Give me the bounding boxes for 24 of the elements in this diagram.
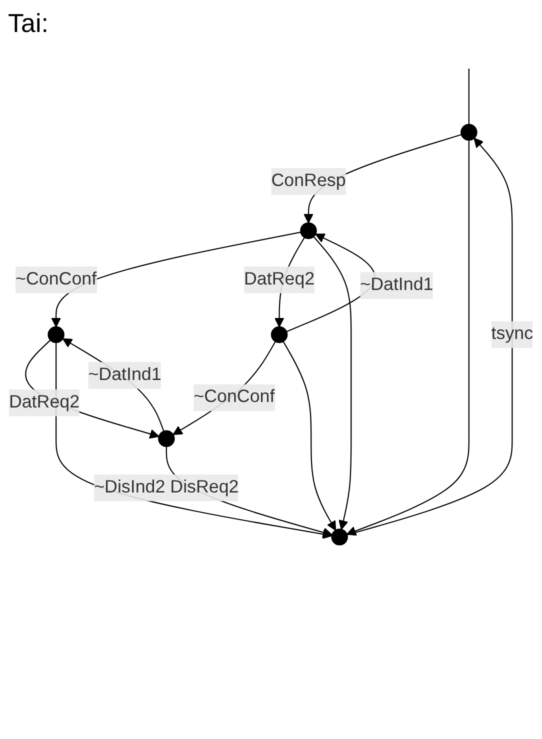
state-dot	[270, 326, 288, 344]
arrow	[346, 138, 513, 536]
edge-label: tsync	[491, 321, 534, 348]
state-dot	[331, 528, 348, 546]
edge-label: ConResp	[271, 168, 346, 195]
state-dot	[460, 124, 478, 141]
edge-label: ~ConConf	[194, 384, 275, 412]
edge-label: ~ConConf	[16, 266, 97, 294]
arrow	[51, 232, 301, 328]
edge-label: ~DatInd1	[88, 362, 162, 389]
edge-label: ~DisInd2 DisReq2	[94, 474, 239, 502]
arrow	[313, 236, 352, 530]
arrow	[282, 341, 336, 531]
connector	[468, 68, 470, 124]
arrow	[172, 341, 276, 436]
edge-label: ~DatInd1	[360, 272, 434, 299]
state-dot	[48, 326, 64, 344]
arrow	[62, 338, 164, 432]
state-dot	[300, 222, 317, 240]
edge-label: DatReq2	[8, 389, 80, 416]
arrow	[346, 140, 470, 536]
state-dot	[158, 430, 175, 448]
edge-label: DatReq2	[244, 266, 315, 294]
diagram-title: Tai:	[8, 8, 48, 39]
